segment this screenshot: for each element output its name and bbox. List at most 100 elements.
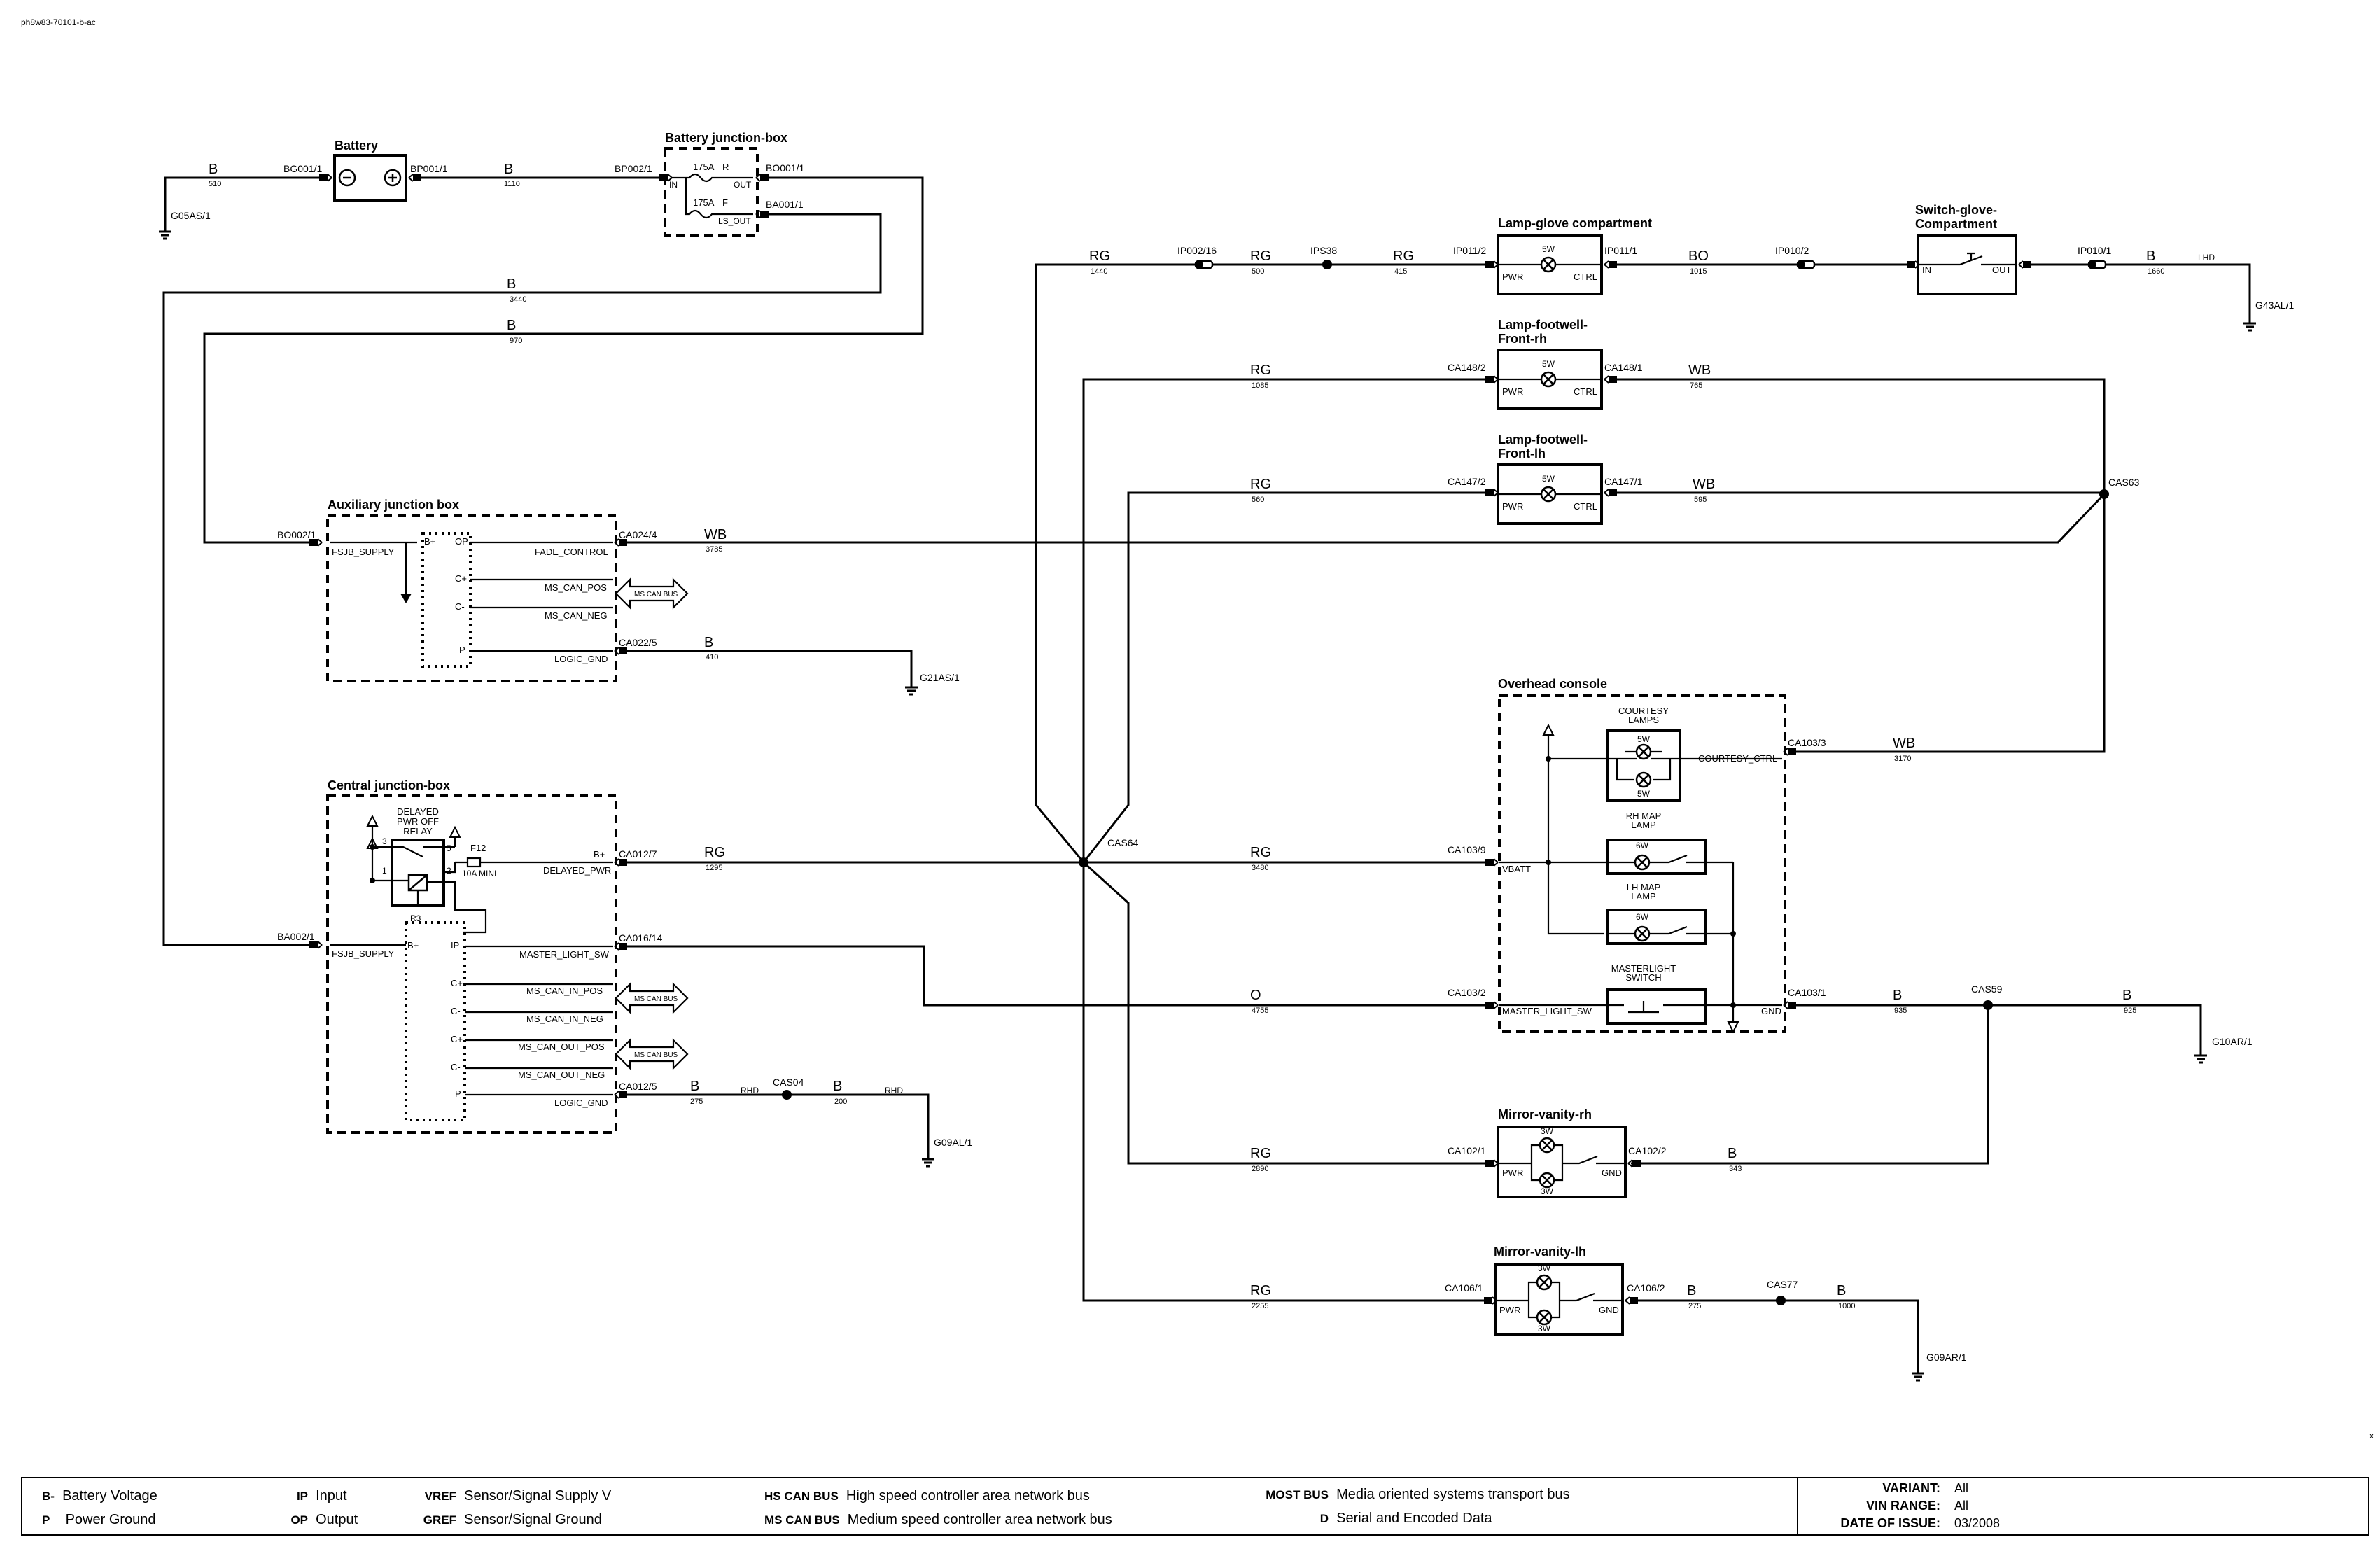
overhead-lh-map-line2: LAMP [1631, 891, 1656, 902]
legend-code: OP [290, 1513, 308, 1527]
legend-desc: Sensor/Signal Supply V [464, 1488, 612, 1504]
cjb-ms-can-out-neg: MS_CAN_OUT_NEG [518, 1070, 605, 1080]
wire-925-color: B [2122, 988, 2132, 1003]
connector-bp001-1: BP001/1 [410, 163, 448, 174]
switch-glove-compartment: Switch-glove- Compartment IN OUT [1915, 203, 2017, 295]
bjb-fuse1-rating: 175A [693, 162, 715, 172]
legend-code: IP [296, 1490, 308, 1503]
ground-g09ar-1: G09AR/1 [1926, 1352, 1967, 1363]
wire-1295-color: RG [704, 845, 725, 860]
connector-ip002-16: IP002/16 [1177, 245, 1217, 256]
cjb-delayed-pwr: DELAYED_PWR [543, 865, 611, 876]
lamp-footwell-front-lh: Lamp-footwell- Front-lh 5W PWR CTRL [1497, 433, 1603, 525]
legend-item-gref: GREF Sensor/Signal Ground [421, 1512, 602, 1528]
overhead-rh-map-line2: LAMP [1631, 820, 1656, 830]
legend-item-most: MOST BUS Media oriented systems transpor… [1261, 1487, 1569, 1503]
wire-935-color: B [1893, 988, 1902, 1003]
cjb-relay-line3: RELAY [403, 826, 433, 836]
connector-ip010-1: IP010/1 [2078, 245, 2111, 256]
ground-g43al-1: G43AL/1 [2255, 300, 2294, 311]
cjb-ms-can-out-pos: MS_CAN_OUT_POS [518, 1042, 605, 1052]
auxiliary-junction-box: Auxiliary junction box FSJB_SUPPLY B+ OP… [326, 498, 617, 682]
connector-ca022-5: CA022/5 [619, 637, 657, 648]
wire-765-color: WB [1688, 363, 1711, 378]
wire-595-color: WB [1693, 477, 1715, 492]
legend-box: B- Battery Voltage P Power Ground IP Inp… [21, 1477, 2370, 1536]
legend-code: VREF [424, 1490, 456, 1503]
overhead-courtesy-line1: COURTESY [1618, 706, 1669, 716]
wire-275a-region: RHD [741, 1086, 759, 1095]
connector-ca103-1: CA103/1 [1788, 987, 1826, 998]
connector-ca012-5: CA012/5 [619, 1081, 657, 1092]
overhead-master-light-sw: MASTER_LIGHT_SW [1502, 1006, 1592, 1016]
switch-glove-in: IN [1922, 265, 1931, 275]
cjb-cplus2: C+ [451, 1034, 463, 1044]
overhead-rh-map-line1: RH MAP [1626, 811, 1662, 821]
connector-bp002-1: BP002/1 [615, 163, 652, 174]
battery: Battery [333, 139, 407, 202]
connector-cas59: CAS59 [1971, 983, 2003, 995]
lamp-footwell-lh-ctrl: CTRL [1574, 501, 1597, 512]
mirror-rh-title: Mirror-vanity-rh [1498, 1107, 1592, 1121]
connector-ca102-2: CA102/2 [1628, 1145, 1667, 1156]
lamp-glove-title: Lamp-glove compartment [1498, 216, 1652, 230]
cjb-logic-gnd: LOGIC_GND [554, 1098, 608, 1108]
cjb-master-light-sw: MASTER_LIGHT_SW [519, 949, 610, 960]
bjb-title: Battery junction-box [665, 131, 788, 145]
mirror-lh-gnd: GND [1599, 1305, 1619, 1315]
ground-g05as-1: G05AS/1 [171, 210, 211, 221]
lamp-footwell-rh-title-2: Front-rh [1498, 332, 1547, 346]
cjb-cminus: C- [451, 1006, 461, 1016]
connector-ca148-1: CA148/1 [1604, 362, 1643, 373]
wire-2255-color: RG [1250, 1283, 1271, 1298]
overhead-lh-map-watt: 6W [1636, 912, 1649, 922]
wire-200-region: RHD [885, 1086, 903, 1095]
legend-item-ms-can: MS CAN BUS Medium speed controller area … [764, 1512, 1112, 1528]
wire-970-color: B [507, 318, 516, 333]
cjb-relay-line2: PWR OFF [397, 816, 439, 827]
legend-code: GREF [423, 1513, 456, 1527]
wire-3170-num: 3170 [1894, 755, 1911, 763]
overhead-title: Overhead console [1498, 677, 1607, 691]
bjb-in-label: IN [669, 180, 678, 190]
wire-1000-num: 1000 [1838, 1302, 1855, 1310]
wire-4755-color: O [1250, 988, 1261, 1003]
legend-item-hs-can: HS CAN BUS High speed controller area ne… [764, 1488, 1090, 1504]
legend-desc: Serial and Encoded Data [1336, 1511, 1492, 1526]
connector-ip011-2: IP011/2 [1453, 245, 1486, 256]
connector-ca012-7: CA012/7 [619, 848, 657, 860]
lamp-footwell-lh-pwr: PWR [1502, 501, 1523, 512]
overhead-courtesy-line2: LAMPS [1628, 715, 1659, 725]
connector-ba001-1: BA001/1 [766, 199, 804, 210]
connector-ca147-2: CA147/2 [1448, 476, 1486, 487]
lamp-footwell-lh-title-1: Lamp-footwell- [1498, 433, 1588, 447]
connector-cas64: CAS64 [1107, 837, 1139, 848]
ajb-ms-can-pos: MS_CAN_POS [545, 582, 607, 593]
wire-510-color: B [209, 162, 218, 177]
ajb-ms-can-neg: MS_CAN_NEG [545, 610, 608, 621]
variant-label: VARIANT: [1882, 1481, 1940, 1495]
mirror-rh-gnd: GND [1602, 1168, 1622, 1178]
wire-765-num: 765 [1690, 381, 1702, 390]
lamp-glove-ctrl: CTRL [1574, 272, 1597, 282]
ms-can-bus-arrow-ajb: MS CAN BUS [615, 577, 689, 610]
connector-cas77: CAS77 [1767, 1279, 1798, 1290]
cjb-bplus2: B+ [407, 940, 419, 951]
cjb-p: P [455, 1088, 461, 1099]
legend-code: D [1320, 1512, 1329, 1525]
mirror-rh-watt1: 3W [1541, 1126, 1554, 1136]
mirror-rh-watt2: 3W [1541, 1186, 1554, 1196]
cjb-relay-line1: DELAYED [397, 806, 439, 817]
wire-1660-region: LHD [2198, 253, 2215, 262]
date-value: 03/2008 [1954, 1516, 2001, 1530]
overhead-console: Overhead console COURTESY LAMPS 5W 5W CO… [1498, 677, 1786, 1034]
lamp-footwell-rh-title-1: Lamp-footwell- [1498, 318, 1588, 332]
connector-ca103-2: CA103/2 [1448, 987, 1486, 998]
cjb-bplus: B+ [594, 849, 605, 860]
legend-code: MOST BUS [1266, 1488, 1329, 1501]
ajb-op: OP [455, 536, 468, 547]
lamp-glove-watt: 5W [1542, 244, 1555, 254]
legend-desc: Output [316, 1512, 358, 1527]
ground-g09al-1: G09AL/1 [934, 1137, 972, 1148]
wire-510-num: 510 [209, 180, 221, 188]
